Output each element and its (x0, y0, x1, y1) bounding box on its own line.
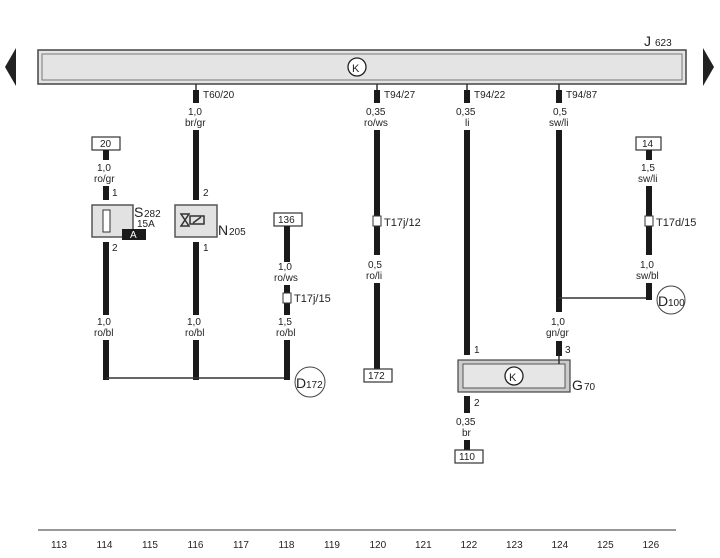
ref-box-110: 110 (459, 452, 475, 463)
wire-color: sw/li (638, 174, 657, 185)
ground-sub: 172 (306, 380, 323, 391)
connector-label: T60/20 (203, 90, 235, 101)
connector-icon (644, 215, 654, 227)
sensor-symbol-icon (504, 366, 524, 386)
wire-color: li (465, 118, 469, 129)
wire-size: 0,5 (553, 107, 567, 118)
sensor-g70: K G 70 (457, 359, 596, 393)
column-number: 125 (597, 540, 614, 551)
wire-size: 1,5 (641, 163, 655, 174)
wire-size: 1,0 (188, 107, 202, 118)
circuit-122: T94/22 0,35 li 1 2 0,35 br 110 (454, 84, 506, 464)
ref-box-14: 14 (642, 139, 654, 150)
connector-icon (282, 292, 292, 304)
connector-label: T94/27 (384, 90, 416, 101)
connector-label: T94/87 (566, 90, 598, 101)
ground-label: D (658, 293, 668, 309)
wire-color: ro/gr (94, 174, 115, 185)
ground-point-d100 (656, 285, 686, 315)
sensor-label: G (572, 377, 583, 393)
circuit-114: 20 1,0 ro/gr 1 S 282 15A A 2 1,0 ro/bl (91, 136, 161, 380)
column-number: 120 (370, 540, 387, 551)
pin-number: 2 (203, 188, 209, 199)
wire-size: 1,0 (187, 317, 201, 328)
wire-color: br/gr (185, 118, 206, 129)
wire-size: 0,5 (368, 260, 382, 271)
column-numbers: 113 114 115 116 117 118 119 120 121 122 123 124 125 1… (51, 540, 660, 551)
column-number: 119 (324, 540, 340, 551)
wire-color: ro/bl (94, 328, 113, 339)
wire-size: 1,5 (278, 317, 292, 328)
column-number: 121 (415, 540, 432, 551)
pin-number: 1 (474, 345, 480, 356)
ground-label: D (296, 375, 306, 391)
ref-box-172: 172 (368, 371, 385, 382)
connector-label: T94/22 (474, 90, 506, 101)
circuit-126: 14 1,5 sw/li T17d/15 1,0 sw/bl D 100 (635, 136, 696, 315)
wire-color: gn/gr (546, 328, 569, 339)
circuit-124: T94/87 0,5 sw/li 1,0 gn/gr 3 (546, 84, 649, 364)
wire-size: 1,0 (551, 317, 565, 328)
fuse-sub: 282 (144, 209, 161, 220)
pin-number: 2 (474, 398, 480, 409)
column-number: 124 (552, 540, 569, 551)
control-unit-j623: K J 623 (37, 33, 687, 85)
wire-size: 1,0 (278, 262, 292, 273)
wire-size: 1,0 (97, 163, 111, 174)
fuse-label: S (134, 204, 143, 220)
connector-icon (372, 215, 382, 227)
wire-color: ro/ws (274, 273, 298, 284)
wire-size: 1,0 (97, 317, 111, 328)
pin-number: 2 (112, 243, 118, 254)
column-number: 122 (461, 540, 478, 551)
connector-label: T17d/15 (656, 217, 696, 229)
circuit-118: 136 1,0 ro/ws T17j/15 1,5 ro/bl D 172 (273, 212, 331, 398)
wire-color: sw/bl (636, 271, 659, 282)
column-number: 118 (279, 540, 295, 551)
circuit-116: T60/20 1,0 br/gr 2 N 205 1 1,0 ro/bl (174, 84, 246, 380)
valve-label: N (218, 222, 228, 238)
control-unit-symbol-icon (347, 57, 367, 77)
pin-number: 1 (203, 243, 209, 254)
column-number: 116 (188, 540, 204, 551)
column-number: 126 (643, 540, 660, 551)
wire-size: 0,35 (366, 107, 386, 118)
fuse-tag: A (130, 230, 137, 241)
column-number: 113 (51, 540, 67, 551)
control-unit-label: J (644, 33, 651, 49)
connector-label: T17j/12 (384, 217, 421, 229)
wire-color: br (462, 428, 472, 439)
pin-number: 3 (565, 345, 571, 356)
wire-color: ro/bl (185, 328, 204, 339)
control-unit-symbol: K (352, 63, 360, 75)
pin-number: 1 (112, 188, 118, 199)
column-number: 117 (233, 540, 249, 551)
wire-size: 0,35 (456, 417, 476, 428)
wire-size: 1,0 (640, 260, 654, 271)
wire-size: 0,35 (456, 107, 476, 118)
valve-sub: 205 (229, 227, 246, 238)
fuse-icon (102, 209, 111, 233)
fuse-rating: 15A (137, 219, 155, 230)
ref-box-20: 20 (100, 139, 112, 150)
ref-box-136: 136 (278, 215, 295, 226)
control-unit-sub: 623 (655, 38, 672, 49)
wire-color: ro/ws (364, 118, 388, 129)
column-number: 115 (142, 540, 158, 551)
sensor-symbol: K (509, 372, 517, 384)
sensor-sub: 70 (584, 382, 596, 393)
ground-point-d172 (294, 366, 326, 398)
circuit-120: T94/27 0,35 ro/ws T17j/12 0,5 ro/li 172 (363, 84, 421, 383)
solenoid-valve-icon (179, 213, 205, 227)
scroll-left-arrow-icon[interactable] (5, 48, 16, 86)
wire-color: ro/li (366, 271, 382, 282)
ground-sub: 100 (668, 298, 685, 309)
scroll-right-arrow-icon[interactable] (703, 48, 714, 86)
wire-color: sw/li (549, 118, 568, 129)
connector-label: T17j/15 (294, 293, 331, 305)
wire-color: ro/bl (276, 328, 295, 339)
column-number: 123 (506, 540, 523, 551)
column-number: 114 (97, 540, 113, 551)
